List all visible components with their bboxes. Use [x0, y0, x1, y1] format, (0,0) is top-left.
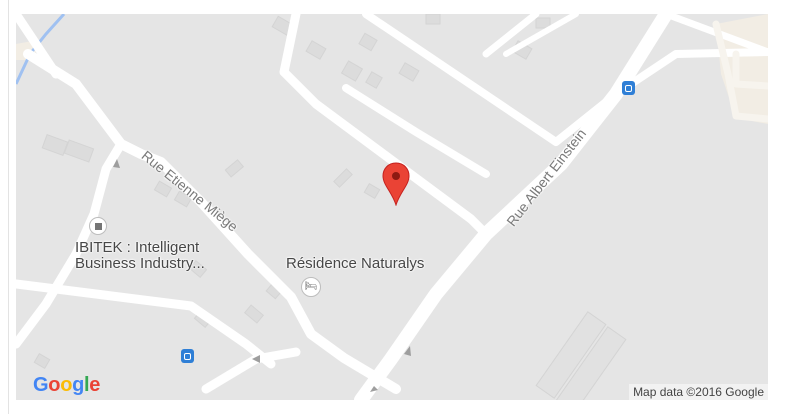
map-base-layer: [16, 14, 768, 400]
logo-letter: l: [84, 374, 90, 396]
bed-icon: 🛏: [304, 281, 318, 292]
logo-letter: o: [60, 374, 73, 396]
google-logo[interactable]: Google: [33, 374, 100, 397]
bus-stop[interactable]: [181, 349, 194, 363]
poi-label-line: IBITEK : Intelligent: [75, 239, 200, 256]
logo-letter: g: [72, 374, 85, 396]
poi-label-line: Business Industry...: [75, 255, 205, 272]
poi-label-ibitek[interactable]: IBITEK : Intelligent Business Industry..…: [75, 240, 205, 272]
map-frame: [8, 0, 785, 414]
poi-label-residence[interactable]: Résidence Naturalys: [286, 255, 425, 272]
office-poi[interactable]: [89, 217, 107, 235]
bus-stop-icon: [184, 352, 191, 360]
roads: [16, 14, 768, 400]
logo-letter: G: [33, 374, 49, 396]
logo-letter: e: [89, 374, 101, 396]
logo-letter: o: [48, 374, 61, 396]
lodging-poi[interactable]: 🛏: [301, 277, 321, 297]
bus-stop-icon: [625, 84, 632, 92]
map-pin-icon[interactable]: [382, 162, 410, 206]
map-viewport[interactable]: IBITEK : Intelligent Business Industry..…: [16, 14, 768, 400]
square-poi-icon: [94, 222, 102, 230]
map-attribution[interactable]: Map data ©2016 Google: [629, 384, 768, 400]
direction-arrows: [113, 159, 411, 392]
bus-stop[interactable]: [622, 81, 635, 95]
